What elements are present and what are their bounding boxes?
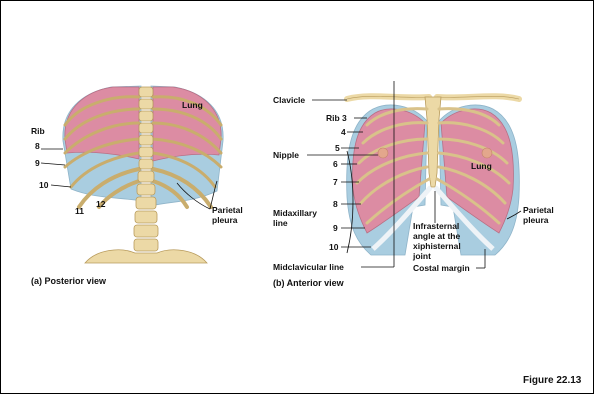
figure-number: Figure 22.13 [523,376,581,386]
midaxillary-label-line1: Midaxillary [273,208,317,218]
posterior-parietal-label-line1: Parietal [212,205,243,215]
pelvis [85,250,207,263]
posterior-view-caption: (a) Posterior view [31,276,106,286]
rib-9-label: 9 [333,223,338,233]
infrasternal-label-line3: xiphisternal [413,241,461,251]
midclavicular-label: Midclavicular line [273,262,344,272]
nipple-left [378,148,388,158]
anterior-lung-label: Lung [471,161,492,171]
posterior-rib-10-label: 10 [39,180,48,190]
rib-3-label: Rib 3 [326,113,347,123]
posterior-rib-9-label: 9 [35,158,40,168]
rib-8-label: 8 [333,199,338,209]
clavicle-label: Clavicle [273,95,305,105]
rib-7-label: 7 [333,177,338,187]
infrasternal-label-line2: angle at the [413,231,460,241]
posterior-rib-label: Rib [31,126,45,136]
nipple-right [482,148,492,158]
midaxillary-label-line2: line [273,218,288,228]
posterior-rib-8-label: 8 [35,141,40,151]
anterior-parietal-label-line1: Parietal [523,205,554,215]
rib-4-label: 4 [341,127,346,137]
anterior-view-caption: (b) Anterior view [273,278,344,288]
posterior-rib-11-label: 11 [75,206,84,216]
sternum [425,97,441,187]
infrasternal-label-line1: Infrasternal [413,221,459,231]
posterior-parietal-label-line2: pleura [212,215,238,225]
rib-5-label: 5 [335,143,340,153]
nipple-label: Nipple [273,150,299,160]
anterior-parietal-label-line2: pleura [523,215,549,225]
rib-10-label: 10 [329,242,338,252]
infrasternal-label-line4: joint [413,251,431,261]
posterior-view-illustration [63,86,223,263]
rib-6-label: 6 [333,159,338,169]
costal-margin-label: Costal margin [413,263,470,273]
posterior-lung-label: Lung [182,100,203,110]
posterior-rib-12-label: 12 [96,199,105,209]
